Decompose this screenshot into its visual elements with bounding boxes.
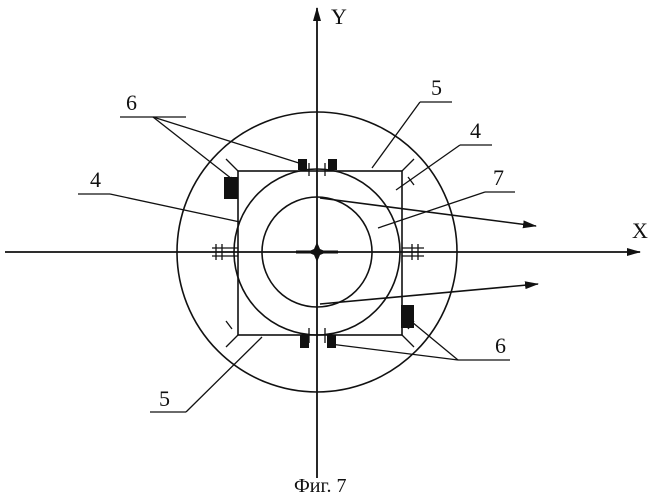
arrow-upper (320, 198, 536, 226)
callout-5-top: 5 (431, 75, 442, 100)
block-right (401, 305, 414, 328)
callout-6-top: 6 (126, 90, 137, 115)
y-axis-label: Y (331, 4, 347, 29)
figure-caption: Фиг. 7 (294, 475, 346, 497)
callout-4-left: 4 (90, 167, 101, 192)
block-left (224, 177, 238, 199)
block-bottom-right (327, 335, 336, 348)
leader-lines (78, 102, 515, 412)
block-bottom-left (300, 335, 309, 348)
callout-5-bottom: 5 (159, 386, 170, 411)
callout-4-right: 4 (470, 118, 481, 143)
block-top-right (328, 159, 337, 170)
block-top-left (298, 159, 307, 170)
x-axis-label: X (632, 218, 648, 243)
callout-6-bottom: 6 (495, 333, 506, 358)
callout-7: 7 (493, 165, 504, 190)
